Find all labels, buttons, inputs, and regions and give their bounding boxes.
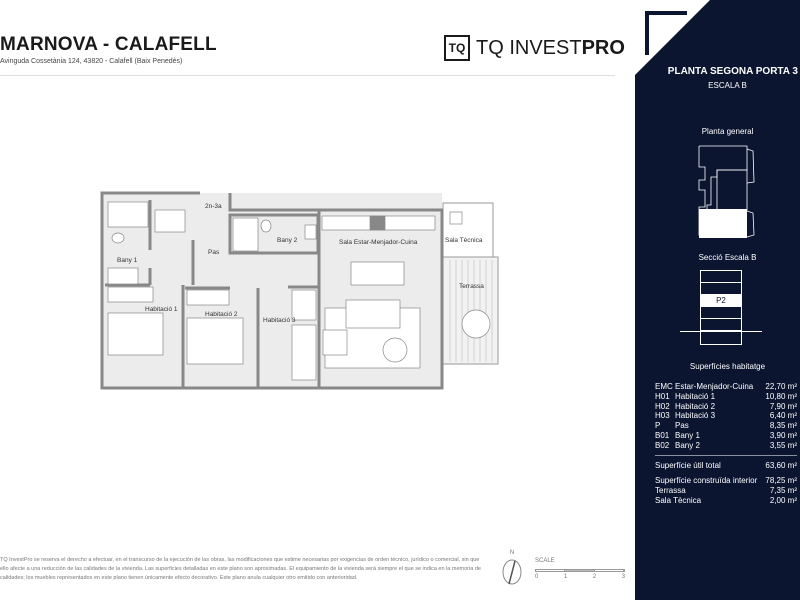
scale-tick: 2 (592, 574, 597, 580)
floor-marker: P2 (701, 295, 741, 307)
area-row: B01 Bany 1 3,90 m² (655, 431, 797, 441)
section-label: Secció Escala B (698, 253, 757, 262)
scale-tick: 0 (535, 574, 539, 580)
label-sala: Sala Estar-Menjador-Cuina (339, 239, 418, 246)
ground-line (680, 331, 762, 332)
area-value: 3,90 m² (769, 430, 797, 440)
extra-row: Sala Tècnica 2,00 m² (655, 496, 797, 506)
label-terrassa: Terrassa (459, 283, 484, 290)
area-code: H03 (655, 411, 670, 421)
general-plan-label: Planta general (701, 127, 754, 136)
area-row: B02 Bany 2 3,55 m² (655, 441, 797, 451)
total-value: 63,60 m² (765, 460, 797, 470)
logo-text-bold: PRO (581, 36, 625, 59)
area-row: P Pas 8,35 m² (655, 421, 797, 431)
areas-title: Superfícies habitatge (689, 362, 766, 371)
area-row: H03 Habitació 3 6,40 m² (655, 411, 797, 421)
area-value: 10,80 m² (765, 391, 797, 401)
logo-mark: TQ (444, 35, 470, 61)
total-name: Superfície útil total (655, 460, 721, 470)
extra-name: Sala Tècnica (655, 495, 702, 505)
area-name: Habitació 1 (675, 391, 716, 401)
room-labels: 2n-3a Pas Bany 1 Bany 2 Sala Estar-Menja… (117, 203, 484, 324)
area-name: Bany 2 (675, 440, 700, 450)
area-code: H02 (655, 401, 670, 411)
area-row: H01 Habitació 1 10,80 m² (655, 392, 797, 402)
extra-name: Terrassa (655, 486, 686, 496)
area-name: Habitació 3 (675, 411, 716, 421)
area-code: B01 (655, 430, 670, 440)
label-hab2: Habitació 2 (205, 311, 238, 318)
project-title: MARNOVA - CALAFELL (0, 34, 217, 55)
corner-decoration (635, 0, 710, 75)
area-code: H01 (655, 391, 670, 401)
scale-bar: SCALE 0 1 2 3 (535, 558, 625, 580)
label-tecnica: Sala Tècnica (445, 237, 483, 244)
unit-subtitle: ESCALA B (708, 81, 747, 90)
scale-tick: 3 (621, 574, 625, 580)
scale-graphic (535, 569, 625, 572)
north-label: N (509, 550, 515, 556)
info-sidebar: PLANTA SEGONA PORTA 3 ESCALA B Planta ge… (635, 0, 800, 600)
label-hab1: Habitació 1 (145, 306, 178, 313)
north-arrow: N (500, 550, 524, 591)
areas-divider (655, 454, 797, 456)
header-divider (0, 75, 615, 76)
terrace-stripes (449, 260, 493, 362)
key-plan (698, 145, 755, 238)
legal-disclaimer: TQ InvestPro se reserva el derecho a efe… (0, 557, 481, 581)
area-value: 22,70 m² (765, 382, 797, 391)
area-name: Bany 1 (675, 430, 700, 440)
scale-tick: 1 (563, 574, 568, 580)
area-name: Pas (675, 421, 689, 431)
label-hab3: Habitació 3 (263, 317, 296, 324)
area-value: 6,40 m² (769, 411, 797, 421)
extra-row: Superfície construïda interior 78,25 m² (655, 476, 797, 486)
area-row: H02 Habitació 2 7,90 m² (655, 402, 797, 412)
extra-row: Terrassa 7,35 m² (655, 486, 797, 496)
section-diagram: P2 (700, 270, 742, 345)
area-name: Estar-Menjador-Cuina (675, 382, 754, 391)
label-pas: Pas (208, 249, 220, 256)
extra-value: 7,35 m² (769, 486, 797, 496)
logo-text-light: TQ INVEST (476, 36, 582, 59)
area-code: EMC (655, 382, 673, 391)
extra-value: 78,25 m² (765, 476, 797, 486)
scale-label: SCALE (535, 558, 555, 564)
area-value: 7,90 m² (769, 401, 797, 411)
label-bany1: Bany 1 (117, 257, 138, 264)
area-name: Habitació 2 (675, 401, 716, 411)
extra-value: 2,00 m² (769, 495, 797, 505)
furniture (107, 201, 491, 381)
area-value: 3,55 m² (769, 440, 797, 450)
label-bany2: Bany 2 (277, 237, 298, 244)
label-entrance: 2n-3a (205, 203, 222, 210)
walls (100, 191, 444, 390)
area-code: P (655, 421, 661, 431)
extra-name: Superfície construïda interior (655, 476, 758, 486)
area-value: 8,35 m² (769, 421, 797, 431)
area-code: B02 (655, 440, 670, 450)
logo-text: TQ INVESTPRO (476, 37, 625, 60)
project-address: Avinguda Cossetània 124, 43820 - Calafel… (0, 58, 183, 65)
unit-title: PLANTA SEGONA PORTA 3 (667, 66, 798, 77)
company-logo: TQ TQ INVESTPRO (444, 35, 625, 61)
total-row: Superfície útil total 63,60 m² (655, 461, 797, 471)
floor-plan: 2n-3a Pas Bany 1 Bany 2 Sala Estar-Menja… (100, 191, 499, 390)
compass-icon (502, 559, 522, 585)
